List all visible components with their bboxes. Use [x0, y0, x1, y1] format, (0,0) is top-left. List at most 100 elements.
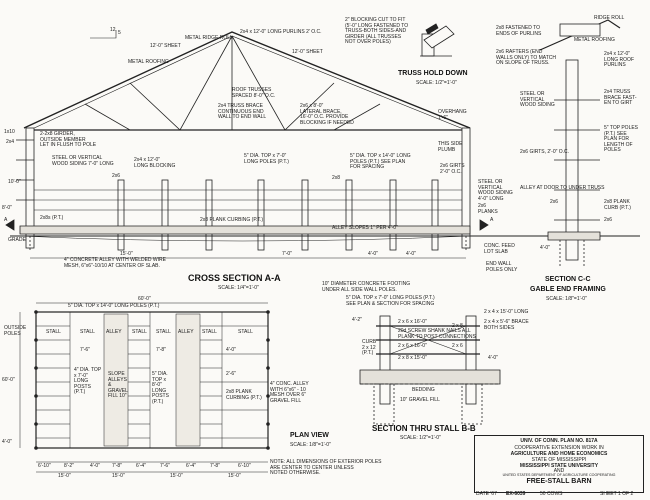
- alley-door-label: ALLEY AT DOOR TO UNDER TRUSS: [520, 185, 605, 191]
- label-2x8: 2x8: [332, 175, 341, 181]
- inside-posts-label: 4" DIA. TOP x 7'-0" LONG POSTS (P.T.): [74, 367, 102, 396]
- stall-pole: [345, 179, 353, 251]
- bottom-total: 15'-0": [112, 473, 125, 479]
- dim-4c: 4'-0": [540, 245, 550, 251]
- alley-slopes-label: ALLEY SLOPES 1" PER 4'-0": [332, 225, 398, 231]
- roof-sheet-right-label: 12'-0" SHEET: [292, 49, 323, 55]
- stall-label: STALL: [202, 329, 217, 335]
- barn-outline: [35, 311, 269, 449]
- tb-line-1: COOPERATIVE EXTENSION WORK IN: [514, 445, 604, 451]
- section-arrow-icon: [5, 219, 15, 231]
- section-marker-a-left: A: [4, 217, 8, 223]
- stall-pole: [205, 179, 213, 251]
- stall-post: [379, 315, 391, 405]
- cows-count: 50 COWS: [540, 491, 563, 497]
- purlins-cc-label: 2x4 x 12'-0" LONG ROOF PURLINS: [604, 51, 635, 69]
- poles-right-label: 5" DIA. TOP x 14'-0" LONG POLES (P.T.) S…: [350, 153, 411, 171]
- overhang-label: OVERHANG 1'-6": [438, 109, 467, 121]
- tb-line-3: STATE OF MISSISSIPPI: [531, 457, 587, 463]
- purlins-label: 2x4 x 12'-0" LONG PURLINS 2' O.C.: [240, 29, 322, 35]
- slope-rise-label: 5: [118, 30, 121, 36]
- plan-number: UNIV. OF CONN. PLAN NO. 817A: [520, 438, 598, 444]
- plank-pt-label: 2x8s (P.T.): [40, 215, 64, 221]
- stall-label: STALL: [132, 329, 147, 335]
- girts-cc-label: 2x6 GIRTS, 2'-0" O.C.: [520, 149, 570, 155]
- cc-2x6-label: 2x6: [550, 199, 559, 205]
- bb-2x8-label: 2 x 8: [452, 323, 463, 329]
- plank-curb-cc-label: 2x8 PLANK CURB (P.T.): [604, 199, 631, 211]
- footing-note: 10" DIAMETER CONCRETE FOOTING UNDER ALL …: [322, 281, 411, 293]
- brace-note: 2 x 4 x 5'-6" BRACE BOTH SIDES: [484, 319, 529, 331]
- barn-title: FREE-STALL BARN: [526, 478, 592, 485]
- plan-dim-2-6: 2'-6": [226, 371, 236, 377]
- section-bb-scale: SCALE: 1/2"=1'-0": [400, 435, 441, 441]
- tb-line-2: AGRICULTURE AND HOME ECONOMICS: [510, 451, 608, 457]
- stall-label: STALL: [46, 329, 61, 335]
- end-wall-label: END WALL POLES ONLY: [486, 261, 518, 273]
- gable-framing-title: GABLE END FRAMING: [530, 286, 606, 293]
- left-dim: 60'-0": [2, 377, 15, 383]
- section-cc-drawing: [539, 19, 621, 268]
- metal-roofing-cc-label: METAL ROOFING: [574, 37, 615, 43]
- plank-curbing-plan-label: 2x8 PLANK CURBING (P.T.): [226, 389, 262, 401]
- roof-line: [23, 31, 471, 129]
- steel-siding-cc-label: STEEL OR VERTICAL WOOD SIDING: [520, 91, 555, 109]
- dim-10: 10'-0": [8, 179, 21, 185]
- plan-view-scale: SCALE: 1/8"=1'-0": [290, 442, 331, 448]
- ridge-roll-cc-label: RIDGE ROLL: [594, 15, 625, 21]
- stall-pole: [301, 179, 309, 251]
- section-marker-a-right: A: [490, 217, 494, 223]
- lateral-brace-label: 2x6 x 8'-0" LATERAL BRACE, 16'-0" O.C. P…: [300, 103, 354, 126]
- ridge-roll-label: METAL RIDGE ROLL: [185, 35, 233, 41]
- cross-section-drawing: [5, 30, 640, 259]
- truss-hold-down-title: TRUSS HOLD DOWN: [398, 70, 468, 77]
- plan-poles-top: 5" DIA. TOP x 14'-0" LONG POLES (P.T.): [68, 303, 160, 309]
- steel-siding-right-label: STEEL OR VERTICAL WOOD SIDING 4'-0" LONG: [478, 179, 513, 202]
- brace-cc-label: 2x4 TRUSS BRACE FAST- EN TO GIRT: [604, 89, 637, 107]
- bottom-dim: 8'-2": [64, 463, 74, 469]
- dim-15: 15'-0": [120, 251, 133, 257]
- blocking-cut-note: 2" BLOCKING CUT TO FIT (5'-0" LONG FASTE…: [345, 17, 409, 46]
- floor-slab: [19, 225, 471, 235]
- roof-sheet-left-label: 12'-0" SHEET: [150, 43, 181, 49]
- truss-hold-down-scale: SCALE: 1/2"=1'-0": [416, 80, 457, 86]
- truss-hold-down-drawing: [420, 23, 455, 57]
- truss-brace-label: 2x4 TRUSS BRACE CONTINUOUS END WALL TO E…: [218, 103, 267, 121]
- tb-plan: EX-6039: [506, 491, 526, 497]
- siding-left-label: STEEL OR VERTICAL WOOD SIDING 7'-0" LONG: [52, 155, 114, 167]
- alley-label: ALLEY: [178, 329, 194, 335]
- conc-alley-label: 4" CONC. ALLEY WITH 6"x6" - 10 MESH OVER…: [270, 381, 309, 404]
- label-2x6: 2x6: [112, 173, 121, 179]
- tb-sheet: SHEET 1 OF 2: [600, 491, 634, 497]
- bottom-dim: 6'-4": [136, 463, 146, 469]
- plan-dim-7-8: 7'-8": [156, 347, 166, 353]
- long-blocking-label: 2x4 x 12'-0" LONG BLOCKING: [134, 157, 176, 169]
- ridge-posts-label: 5" DIA. TOP x 8'-0" LONG POSTS (P.T.): [152, 371, 169, 405]
- poles-cc-label: 5" TOP POLES (P.T.) SEE PLAN FOR LENGTH …: [604, 125, 639, 154]
- plan-view-drawing: [19, 302, 270, 473]
- roof-trusses-label: ROOF TRUSSES SPACED 8'-0" O.C.: [232, 87, 276, 99]
- gravel-note: 10" GRAVEL FILL: [400, 397, 440, 403]
- dim-8: 8'-0": [2, 205, 12, 211]
- bottom-total: 15'-0": [228, 473, 241, 479]
- cross-section-scale: SCALE: 1/4"=1'-0": [218, 285, 259, 291]
- dim-4a: 4'-0": [368, 251, 378, 257]
- bottom-total: 15'-0": [170, 473, 183, 479]
- plank-1: 2 x 6 x 16'-0": [398, 319, 427, 325]
- section-bb-title: SECTION THRU STALL B-B: [372, 424, 476, 433]
- dim-2x4: 2x4: [6, 139, 15, 145]
- feed-lot-label: CONC. FEED LOT SLAB: [484, 243, 515, 255]
- bottom-dim: 7'-6": [160, 463, 170, 469]
- left-dim: 4'-0": [2, 439, 12, 445]
- poles-mid-label: 5" DIA. TOP x 7'-0" LONG POLES (P.T.): [244, 153, 289, 165]
- section-arrow-icon: [479, 219, 489, 231]
- curb-note: CURB 2 x 12 (P.T.): [362, 339, 377, 357]
- stall-pole: [389, 179, 397, 251]
- girder-label: 2-2x8 GIRDER, OUTSIDE MEMBER LET IN FLUS…: [40, 131, 97, 149]
- girts-label: 2x6 GIRTS 2'-0" O.C.: [440, 163, 465, 175]
- spike-note: 20d SCREW SHANK NAILS ALL PLANK TO POST …: [398, 328, 476, 340]
- stall-pole: [117, 179, 125, 251]
- title-block: UNIV. OF CONN. PLAN NO. 817A COOPERATIVE…: [474, 435, 644, 493]
- bottom-dim: 4'-0": [90, 463, 100, 469]
